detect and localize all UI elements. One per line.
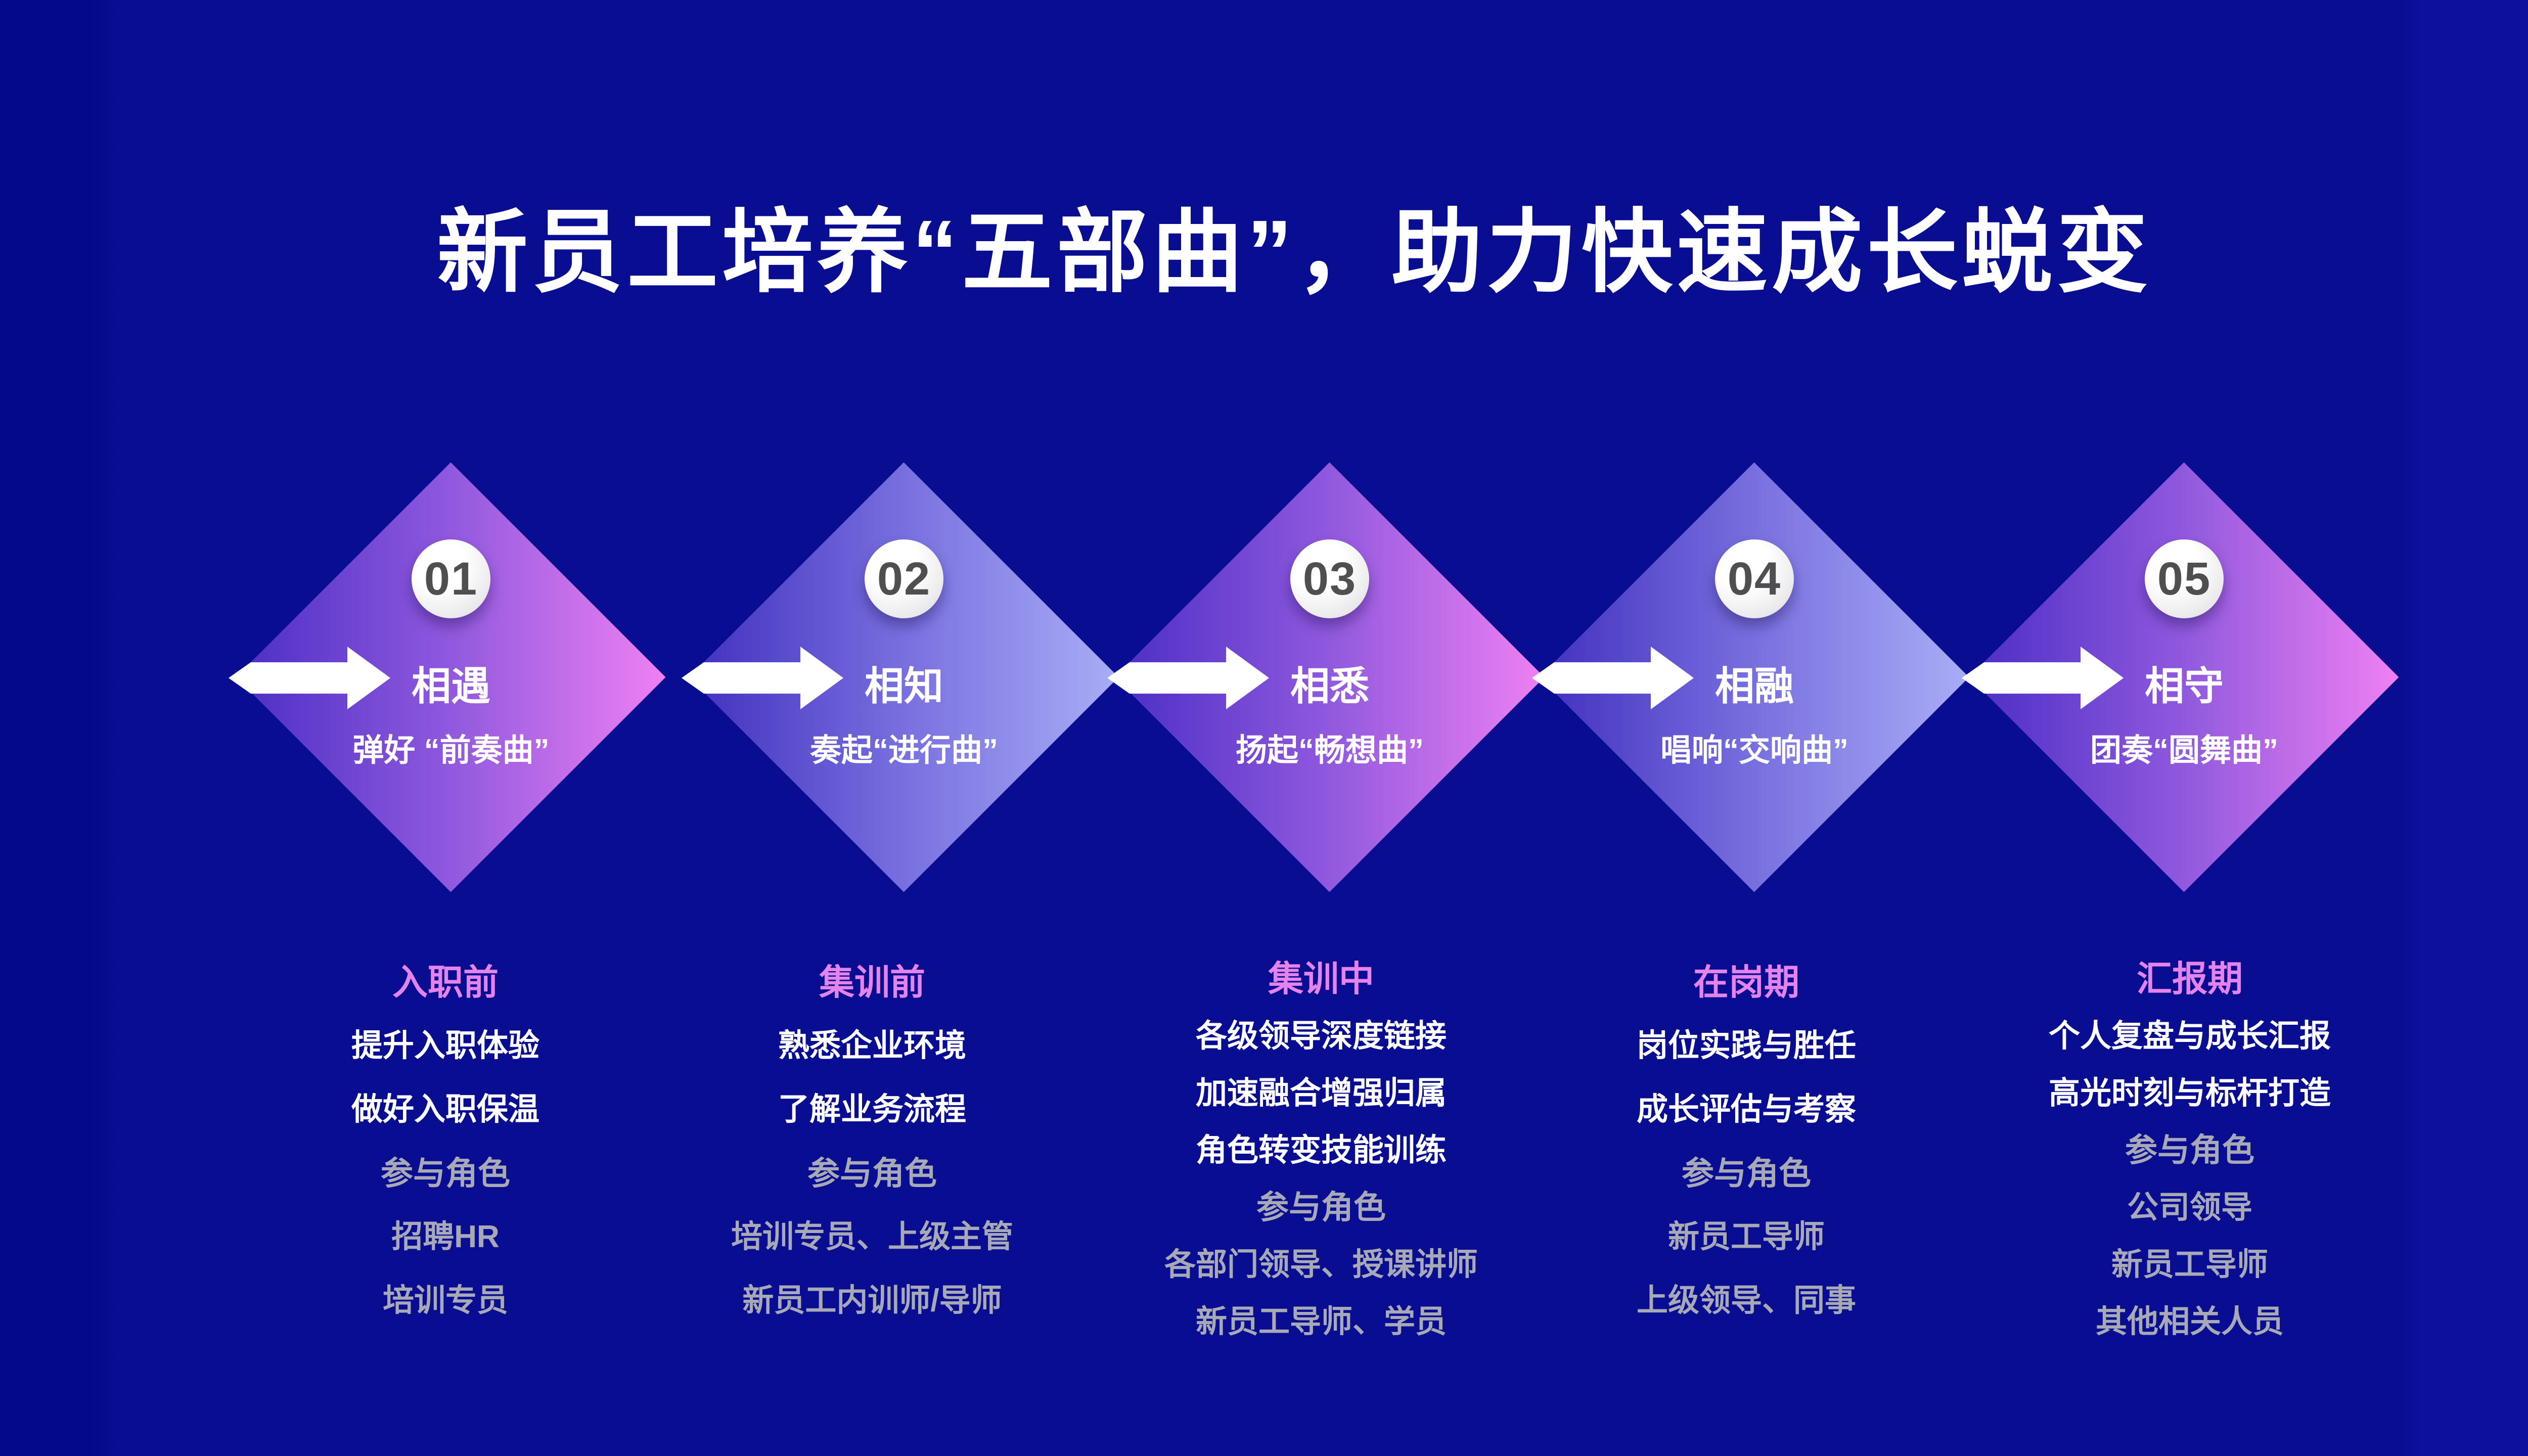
- stage-2-group: 02 相知 奏起“进行曲”: [682, 462, 1119, 892]
- task-line: 角色转变技能训练: [1195, 1133, 1447, 1168]
- stage-tagline: 弹好 “前奏曲”: [352, 733, 550, 768]
- stage-name: 相知: [864, 664, 943, 708]
- role-line: 培训专员: [382, 1283, 508, 1318]
- stage-number: 05: [2157, 553, 2211, 605]
- stage-3-detail-column: 集训中 各级领导深度链接 加速融合增强归属 角色转变技能训练 参与角色 各部门领…: [1043, 950, 1599, 1350]
- stage-3-number-badge: 03: [1290, 539, 1369, 618]
- task-line: 加速融合增强归属: [1195, 1076, 1447, 1111]
- role-line: 上级领导、同事: [1636, 1283, 1856, 1318]
- stage-tagline: 奏起“进行曲”: [809, 733, 998, 768]
- role-line: 招聘HR: [391, 1219, 500, 1254]
- task-line: 熟悉企业环境: [778, 1028, 966, 1063]
- stage-number: 01: [424, 553, 478, 605]
- role-line: 各部门领导、授课讲师: [1164, 1247, 1478, 1282]
- stage-name: 相守: [2144, 664, 2224, 708]
- task-line: 了解业务流程: [778, 1092, 966, 1127]
- role-label: 参与角色: [807, 1155, 937, 1192]
- task-line: 提升入职体验: [351, 1028, 539, 1063]
- stage-1-detail-column: 入职前 提升入职体验 做好入职保温 参与角色 招聘HR 培训专员: [167, 950, 724, 1333]
- task-line: 成长评估与考察: [1636, 1092, 1856, 1127]
- stage-4-detail-column: 在岗期 岗位实践与胜任 成长评估与考察 参与角色 新员工导师 上级领导、同事: [1468, 950, 2024, 1333]
- phase-label: 入职前: [392, 963, 499, 1002]
- phase-label: 集训前: [819, 963, 925, 1002]
- role-line: 其他相关人员: [2095, 1304, 2284, 1339]
- phase-label: 汇报期: [2137, 959, 2243, 998]
- role-line: 新员工导师、学员: [1195, 1304, 1447, 1339]
- role-line: 新员工导师: [2111, 1247, 2268, 1282]
- task-line: 个人复盘与成长汇报: [2048, 1019, 2331, 1054]
- stage-5-number-badge: 05: [2145, 539, 2224, 618]
- stage-1-number-badge: 01: [412, 539, 490, 618]
- role-label: 参与角色: [381, 1155, 510, 1192]
- stage-name: 相融: [1714, 664, 1794, 708]
- stage-tagline: 唱响“交响曲”: [1660, 733, 1848, 768]
- phase-label: 在岗期: [1693, 963, 1799, 1002]
- stage-number: 04: [1727, 553, 1782, 605]
- role-line: 新员工内训师/导师: [742, 1283, 1002, 1318]
- role-label: 参与角色: [1256, 1189, 1386, 1225]
- stage-2-detail-column: 集训前 熟悉企业环境 了解业务流程 参与角色 培训专员、上级主管 新员工内训师/…: [594, 950, 1150, 1333]
- stage-5-detail-column: 汇报期 个人复盘与成长汇报 高光时刻与标杆打造 参与角色 公司领导 新员工导师 …: [1912, 950, 2468, 1350]
- stage-4-group: 04 相融 唱响“交响曲”: [1532, 462, 1969, 892]
- task-line: 岗位实践与胜任: [1636, 1028, 1856, 1063]
- task-line: 高光时刻与标杆打造: [2048, 1076, 2331, 1111]
- phase-label: 集训中: [1268, 959, 1374, 998]
- role-line: 公司领导: [2127, 1190, 2252, 1225]
- role-line: 培训专员、上级主管: [731, 1219, 1013, 1254]
- stage-5-group: 05 相守 团奏“圆舞曲”: [1962, 462, 2399, 892]
- stage-2-number-badge: 02: [865, 539, 943, 618]
- role-label: 参与角色: [2125, 1132, 2254, 1168]
- stage-3-group: 03 相悉 扬起“畅想曲”: [1107, 462, 1545, 892]
- task-line: 各级领导深度链接: [1195, 1019, 1447, 1054]
- stage-number: 03: [1302, 553, 1357, 605]
- task-line: 做好入职保温: [351, 1092, 539, 1127]
- stage-tagline: 团奏“圆舞曲”: [2090, 733, 2278, 768]
- slide-title: 新员工培养“五部曲”，助力快速成长蜕变: [436, 202, 2152, 303]
- stage-number: 02: [877, 553, 931, 605]
- role-line: 新员工导师: [1667, 1219, 1825, 1254]
- role-label: 参与角色: [1682, 1155, 1811, 1192]
- stage-name: 相遇: [411, 664, 490, 708]
- stage-name: 相悉: [1290, 664, 1369, 708]
- stage-1-group: 01 相遇 弹好 “前奏曲”: [229, 462, 666, 892]
- stage-tagline: 扬起“畅想曲”: [1235, 733, 1424, 768]
- stage-4-number-badge: 04: [1715, 539, 1794, 618]
